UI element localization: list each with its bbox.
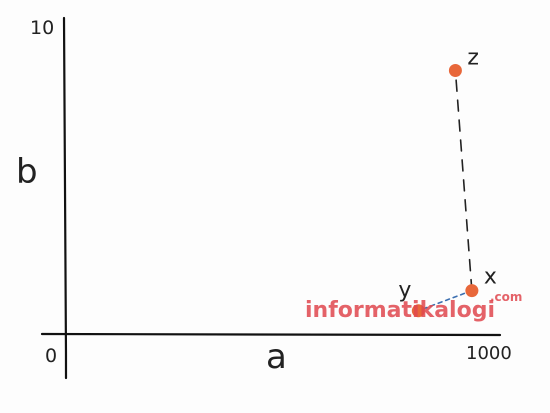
- watermark-suffix: .com: [490, 290, 522, 304]
- x-max-label: 1000: [466, 343, 512, 364]
- watermark-text: informatikalogi: [305, 298, 495, 323]
- dashed-connector-x-y: [417, 289, 473, 312]
- y-axis-line: [62, 16, 68, 380]
- point-z-label: z: [467, 46, 479, 71]
- y-axis-label: b: [16, 152, 38, 192]
- y-max-label: 10: [30, 17, 54, 39]
- x-min-label: 0: [45, 345, 57, 367]
- x-axis-label: a: [266, 337, 287, 377]
- dashed-connector-x-z: [454, 69, 473, 292]
- point-y-label: y: [398, 278, 411, 303]
- x-axis-line: [40, 332, 502, 337]
- point-x: [465, 284, 479, 298]
- point-z: [448, 64, 462, 77]
- point-y: [411, 304, 425, 318]
- point-x-label: x: [484, 265, 497, 290]
